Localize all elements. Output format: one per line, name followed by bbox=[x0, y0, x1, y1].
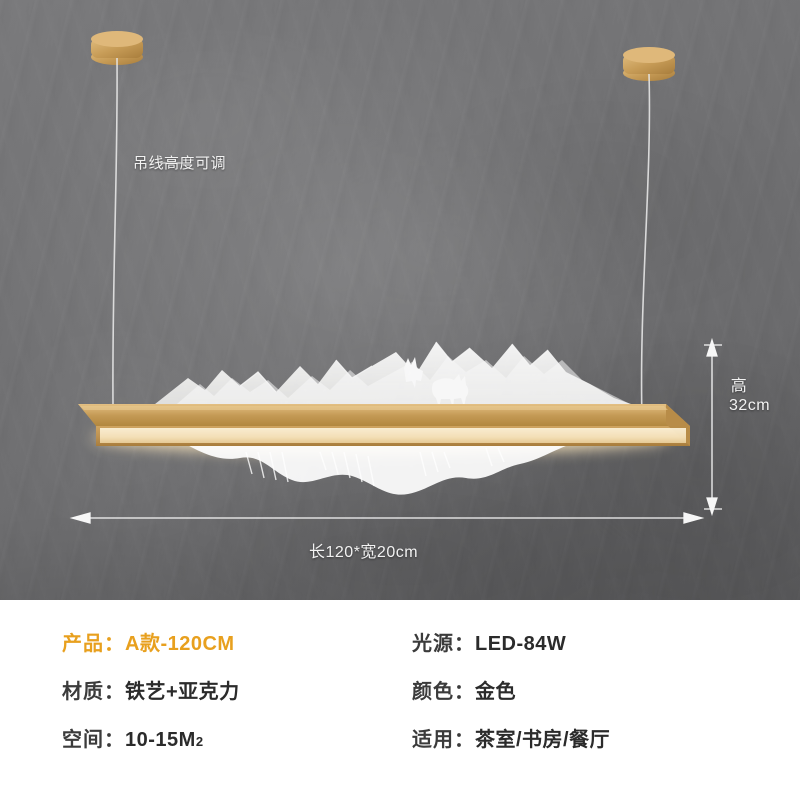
acrylic-lower-wave bbox=[178, 436, 578, 495]
spec-row-usage: 适用： 茶室/书房/餐厅 bbox=[412, 723, 610, 752]
ceiling-canopy-right bbox=[623, 47, 675, 81]
width-dimension-label: 长120*宽20cm bbox=[309, 544, 419, 561]
spec-value-space: 10-15M bbox=[125, 729, 196, 751]
spec-label-lightsource: 光源： bbox=[412, 633, 475, 655]
spec-label-usage: 适用： bbox=[412, 729, 475, 751]
width-dimension-arrow bbox=[69, 512, 705, 524]
suspension-wire-right bbox=[640, 73, 651, 421]
height-dimension-label: 高32cm bbox=[729, 378, 770, 414]
spec-row-product: 产品： A款-120CM bbox=[62, 627, 235, 656]
spec-value-usage: 茶室/书房/餐厅 bbox=[475, 729, 611, 751]
suspension-wire-left bbox=[112, 57, 118, 405]
hanging-wire-annotation: 吊线高度可调 bbox=[133, 155, 227, 172]
height-dimension-arrow bbox=[704, 337, 722, 517]
spec-value-lightsource: LED-84W bbox=[475, 633, 567, 655]
lamp-diffuser bbox=[100, 428, 686, 443]
deer-figures bbox=[404, 357, 469, 408]
spec-value-product: A款-120CM bbox=[125, 633, 235, 655]
spec-value-color: 金色 bbox=[475, 681, 516, 703]
spec-label-material: 材质： bbox=[62, 681, 125, 703]
spec-label-product: 产品： bbox=[62, 633, 125, 655]
ceiling-canopy-left bbox=[91, 31, 143, 65]
spec-label-space: 空间： bbox=[62, 729, 125, 751]
spec-value-material: 铁艺+亚克力 bbox=[125, 681, 240, 703]
spec-row-material: 材质： 铁艺+亚克力 bbox=[62, 675, 240, 704]
acrylic-mountain-panel bbox=[150, 341, 648, 410]
spec-row-color: 颜色： 金色 bbox=[412, 675, 516, 704]
spec-row-lightsource: 光源： LED-84W bbox=[412, 627, 566, 656]
spec-value-space-sup: 2 bbox=[195, 734, 204, 749]
spec-label-color: 颜色： bbox=[412, 681, 475, 703]
